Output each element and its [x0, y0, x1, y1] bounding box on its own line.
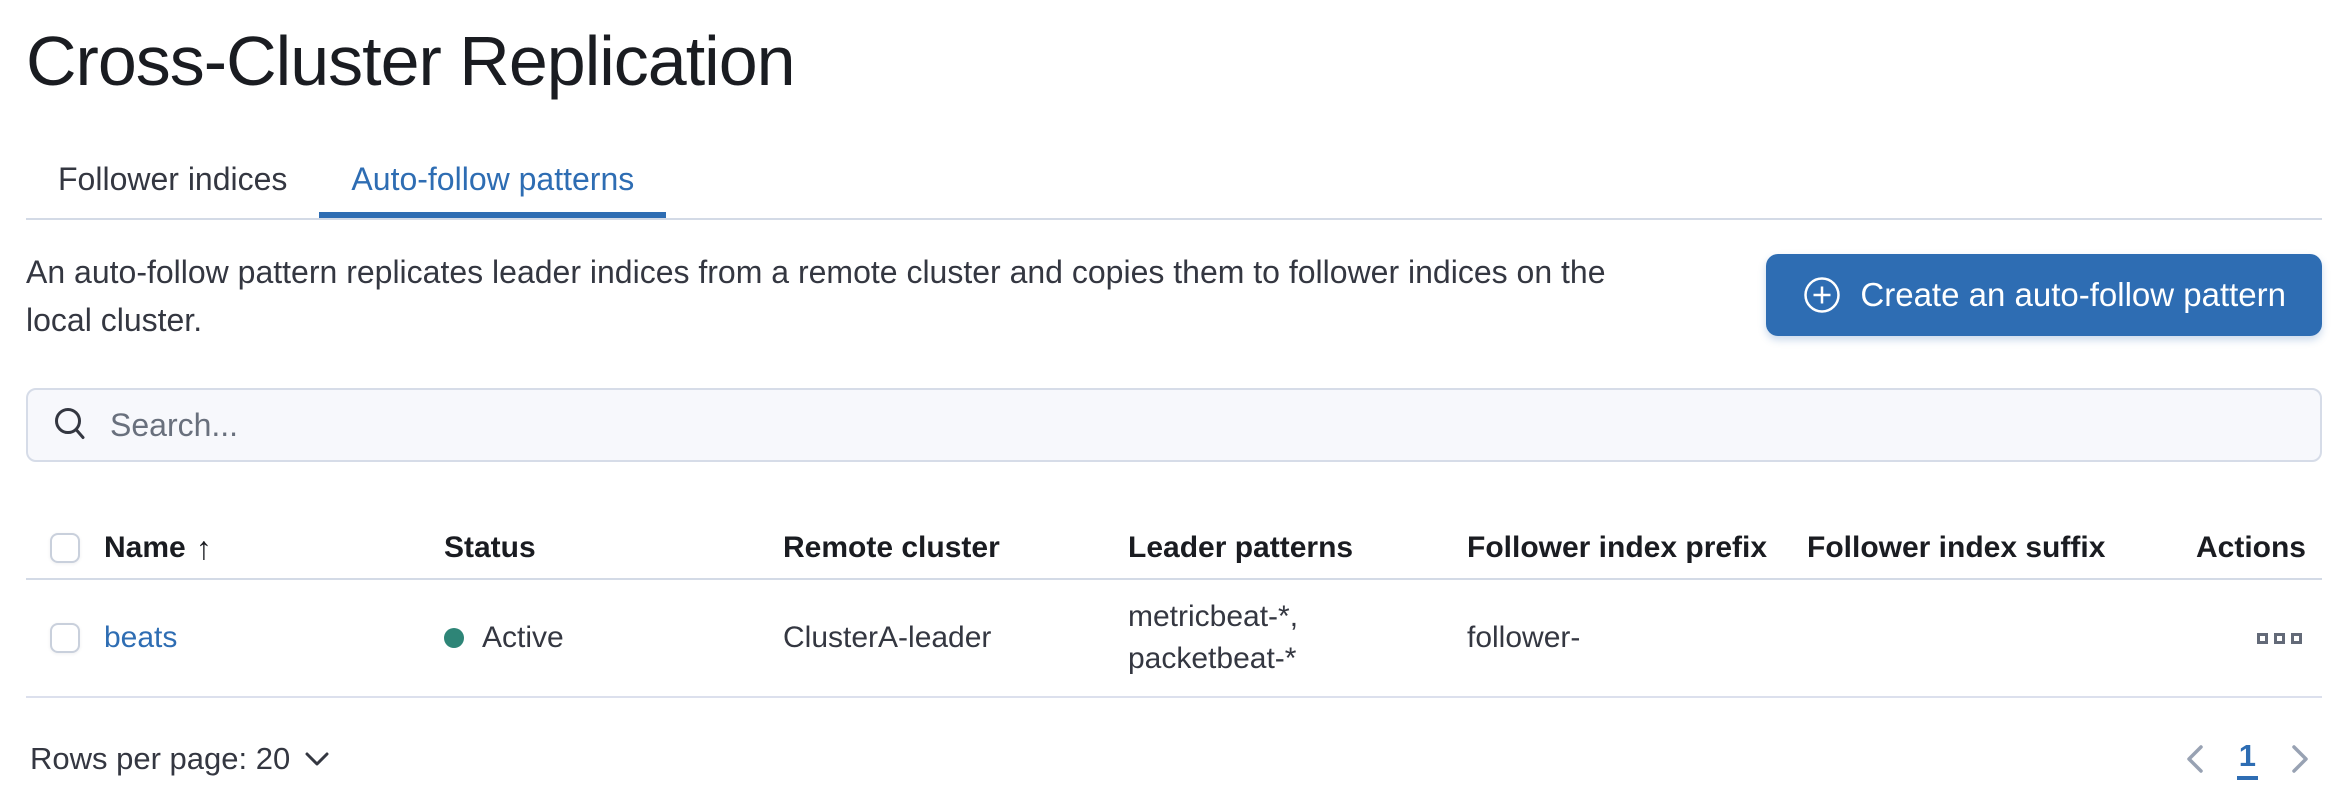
column-header-leader-patterns: Leader patterns: [1128, 531, 1354, 564]
status-active-dot-icon: [444, 628, 464, 648]
chevron-down-icon: [304, 751, 330, 767]
description-line-2: local cluster.: [26, 302, 203, 338]
boxes-horizontal-icon: [2257, 632, 2268, 644]
search-icon: [52, 406, 90, 444]
description-line-1: An auto-follow pattern replicates leader…: [26, 254, 1606, 290]
chevron-left-icon: [2183, 741, 2207, 777]
tab-follower-indices[interactable]: Follower indices: [58, 161, 288, 197]
column-header-status: Status: [444, 531, 536, 564]
follower-index-prefix-cell: follower-: [1467, 621, 1581, 654]
tab-auto-follow-patterns[interactable]: Auto-follow patterns: [319, 140, 666, 218]
leader-pattern-2: packetbeat-*: [1128, 642, 1297, 675]
table-footer: Rows per page: 20 1: [26, 736, 2322, 782]
tab-bar: Follower indices Auto-follow patterns: [26, 140, 2322, 220]
next-page-button[interactable]: [2288, 741, 2312, 777]
pagination: 1: [2183, 738, 2322, 780]
table-header-row: Name ↑ Status Remote cluster Leader patt…: [26, 518, 2322, 580]
search-input[interactable]: [110, 406, 2296, 444]
create-button-label: Create an auto-follow pattern: [1860, 276, 2286, 313]
page-title: Cross-Cluster Replication: [26, 22, 796, 100]
auto-follow-patterns-table: Name ↑ Status Remote cluster Leader patt…: [26, 518, 2322, 698]
column-header-follower-index-prefix: Follower index prefix: [1467, 531, 1768, 564]
column-header-remote-cluster: Remote cluster: [783, 531, 1000, 564]
plus-in-circle-icon: [1802, 275, 1842, 315]
table-row: beats Active ClusterA-leader metricbeat-…: [26, 580, 2322, 698]
create-auto-follow-pattern-button[interactable]: Create an auto-follow pattern: [1766, 254, 2322, 336]
leader-patterns-cell: metricbeat-*, packetbeat-*: [1128, 596, 1467, 680]
select-all-checkbox[interactable]: [50, 533, 80, 563]
remote-cluster-cell: ClusterA-leader: [783, 621, 992, 654]
row-checkbox[interactable]: [50, 623, 80, 653]
previous-page-button[interactable]: [2183, 741, 2207, 777]
chevron-right-icon: [2288, 741, 2312, 777]
pattern-name-link[interactable]: beats: [104, 621, 178, 654]
sort-ascending-icon: ↑: [195, 529, 212, 566]
page-1-button[interactable]: 1: [2236, 738, 2258, 780]
leader-pattern-1: metricbeat-*,: [1128, 600, 1299, 633]
row-actions-button[interactable]: [2253, 629, 2306, 648]
column-header-actions: Actions: [2195, 531, 2306, 564]
column-header-follower-index-suffix: Follower index suffix: [1807, 531, 2106, 564]
page-description: An auto-follow pattern replicates leader…: [26, 248, 1605, 344]
rows-per-page-label: Rows per page: 20: [30, 741, 291, 776]
search-bar: [26, 388, 2322, 462]
rows-per-page-button[interactable]: Rows per page: 20: [26, 741, 330, 777]
column-header-name[interactable]: Name ↑: [104, 529, 212, 566]
status-label: Active: [482, 621, 564, 654]
